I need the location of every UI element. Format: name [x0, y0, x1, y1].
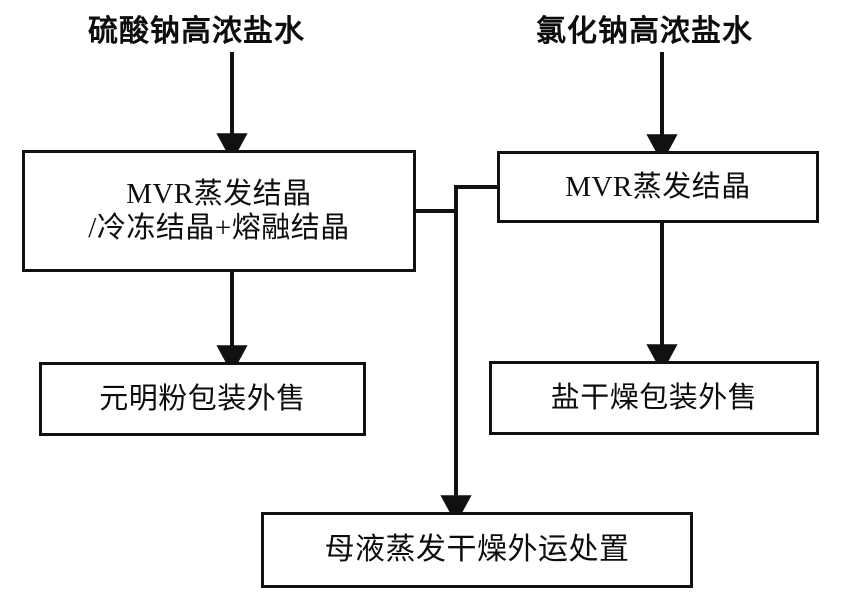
- output-box-mirabilite-packaging[interactable]: 元明粉包装外售: [39, 362, 366, 436]
- output-box-mirabilite-packaging-label: 元明粉包装外售: [99, 382, 306, 415]
- output-box-mother-liquor-disposal-label: 母液蒸发干燥外运处置: [324, 533, 630, 567]
- output-box-mother-liquor-disposal[interactable]: 母液蒸发干燥外运处置: [261, 512, 693, 588]
- input-label-sodium-chloride-brine: 氯化钠高浓盐水: [536, 15, 753, 48]
- process-box-mvr-sulfate[interactable]: MVR蒸发结晶 /冷冻结晶+熔融结晶: [22, 150, 416, 272]
- input-label-sodium-sulfate-brine: 硫酸钠高浓盐水: [88, 15, 305, 48]
- process-box-mvr-sulfate-label: MVR蒸发结晶 /冷冻结晶+熔融结晶: [88, 177, 350, 244]
- process-box-mvr-chloride-label: MVR蒸发结晶: [565, 170, 751, 203]
- output-box-salt-packaging-label: 盐干燥包装外售: [550, 381, 758, 414]
- output-box-salt-packaging[interactable]: 盐干燥包装外售: [489, 361, 819, 435]
- process-box-mvr-chloride[interactable]: MVR蒸发结晶: [497, 151, 819, 223]
